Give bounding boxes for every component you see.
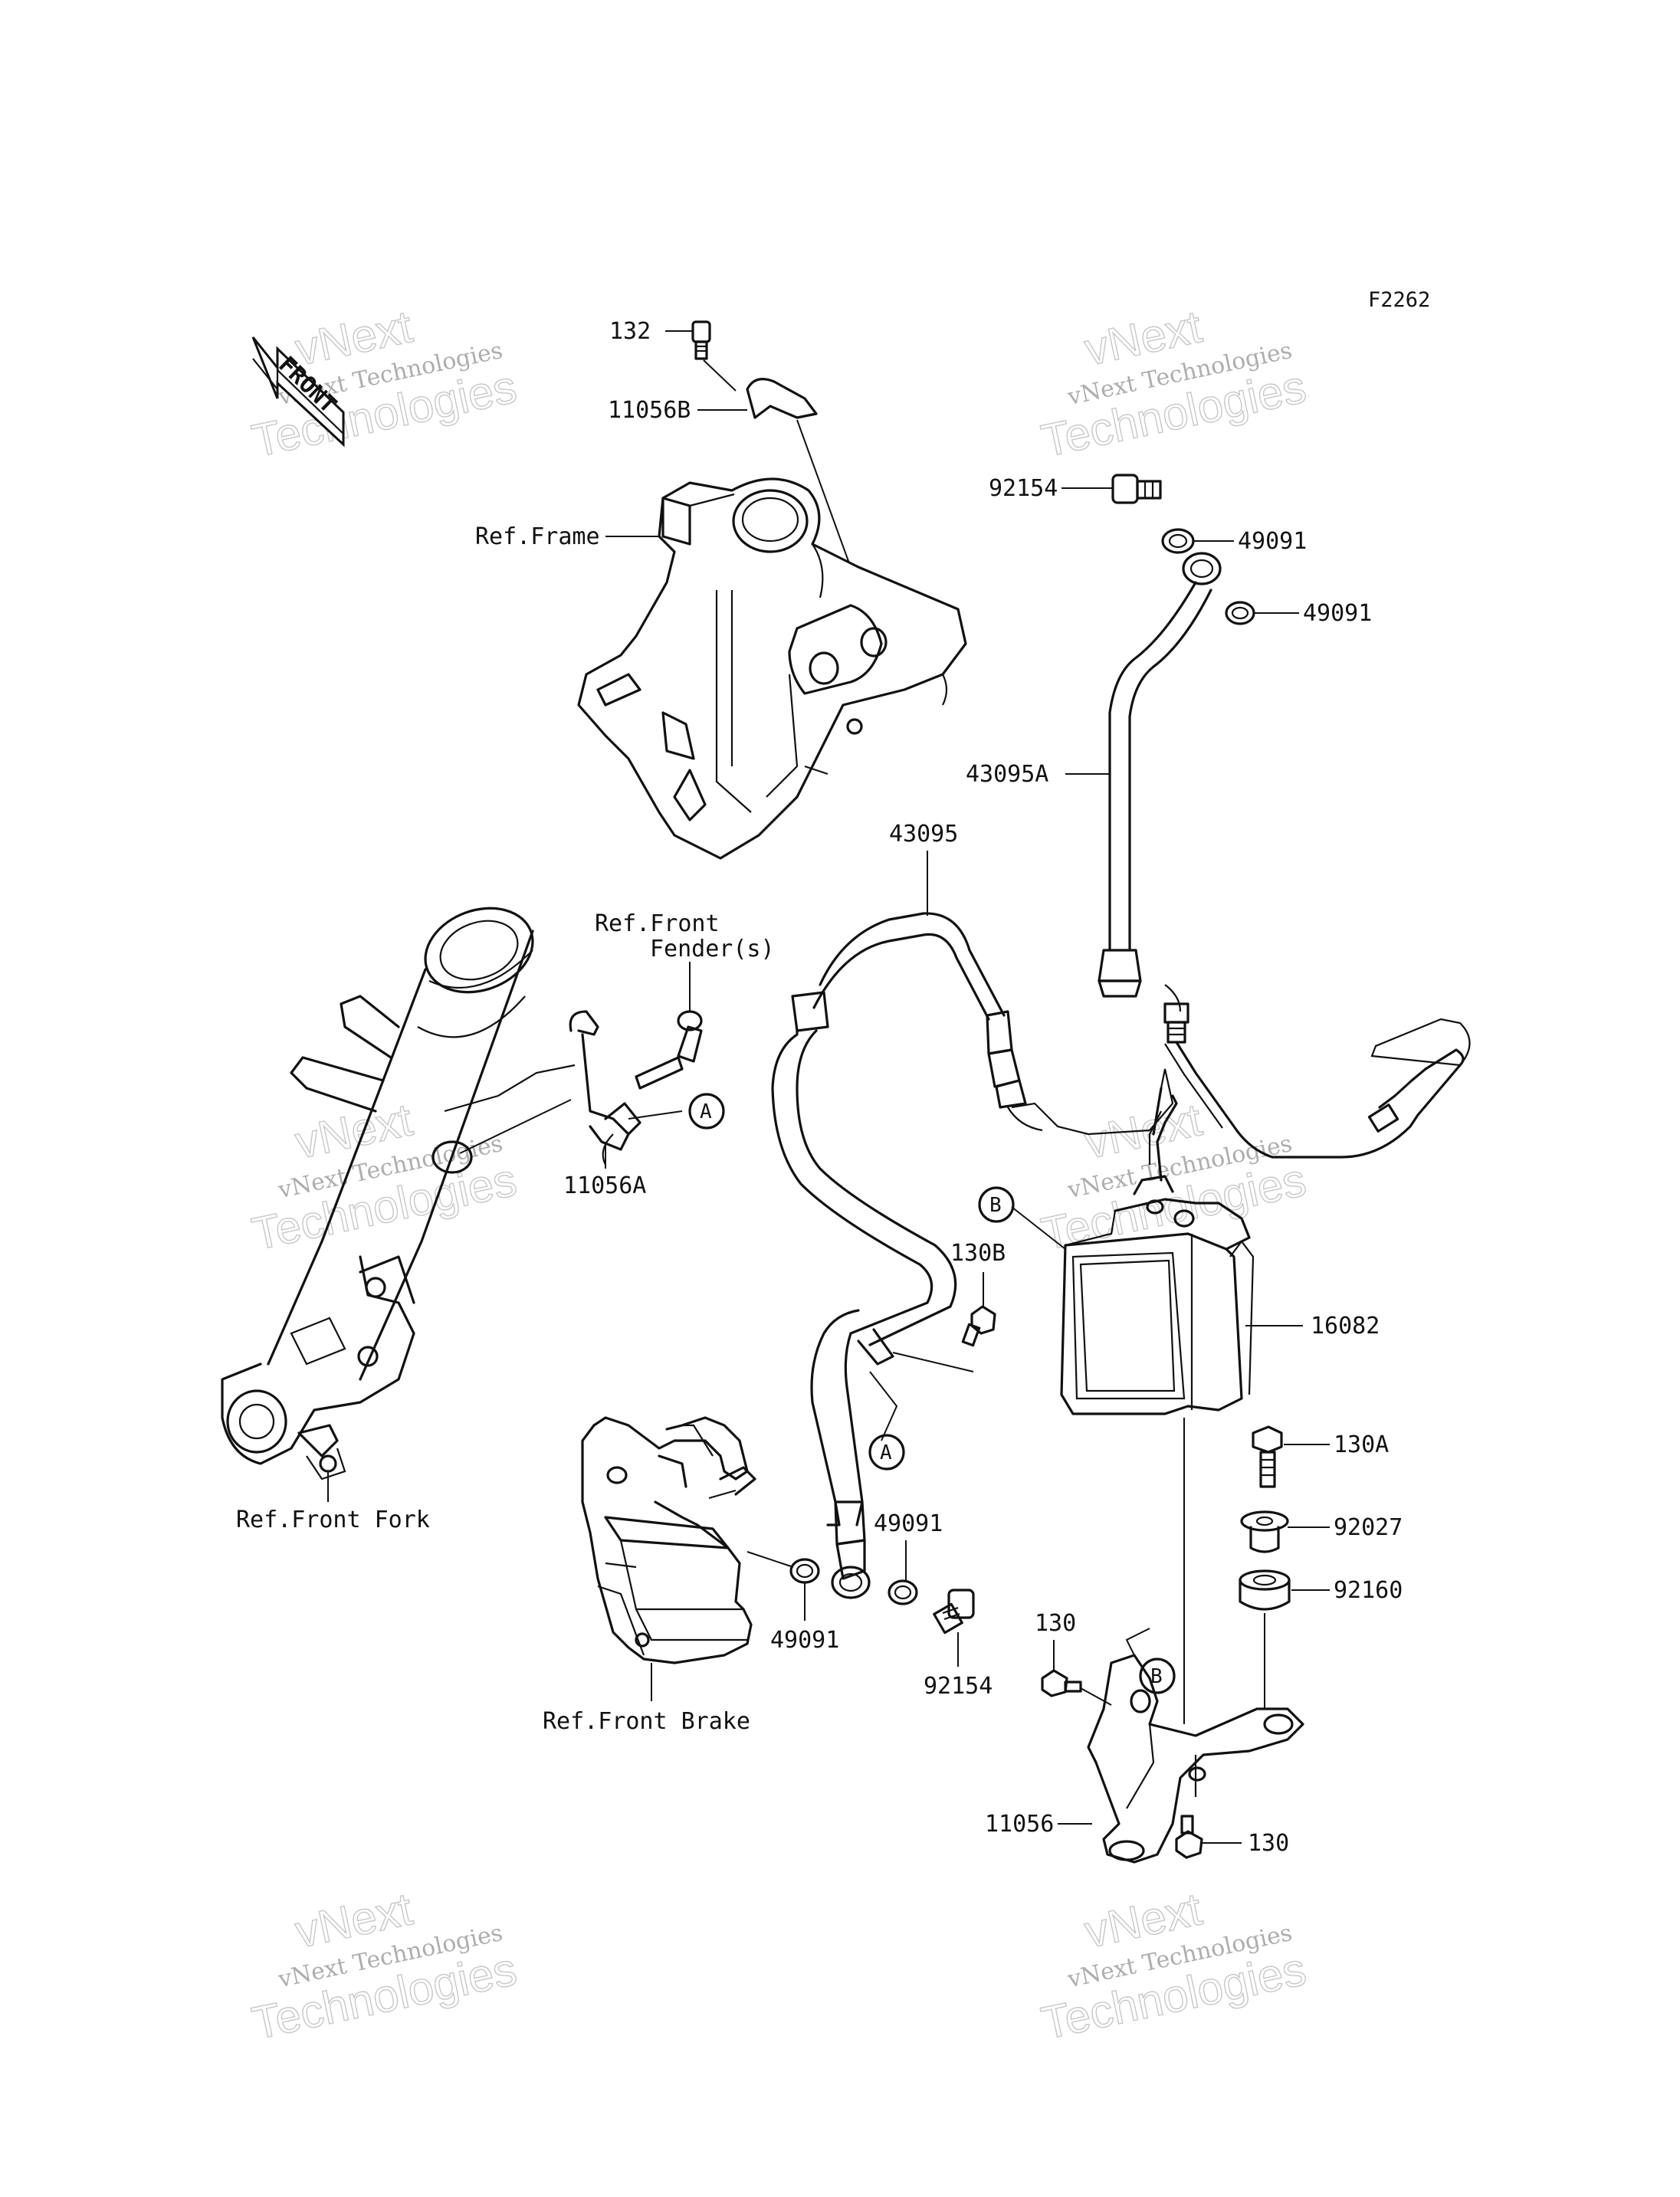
svg-text:B: B — [1150, 1665, 1163, 1688]
callout-132: 132 — [609, 318, 651, 345]
banjo-bolt-92154-top-icon — [1111, 474, 1162, 504]
callout-92154-top: 92154 — [989, 475, 1058, 502]
frame-part — [577, 477, 967, 860]
callout-49091-mid: 49091 — [874, 1510, 943, 1537]
bolt-fender-icon — [635, 1010, 703, 1090]
watermark-bottom-right: vNext vNext Technologies Technologies — [1036, 1883, 1311, 2050]
washer-49091-mid-icon — [888, 1579, 918, 1605]
callout-130-bottom: 130 — [1248, 1830, 1289, 1857]
callout-ref-front-fender-2: Fender(s) — [650, 936, 775, 962]
callout-11056b: 11056B — [608, 397, 691, 424]
callout-11056a: 11056A — [563, 1172, 646, 1199]
banjo-bolt-92154-bottom-icon — [933, 1589, 975, 1635]
watermark-mid-right: vNext vNext Technologies Technologies — [1036, 1094, 1311, 1261]
callout-49091-left: 49091 — [770, 1627, 839, 1654]
callout-43095: 43095 — [889, 821, 958, 848]
bolt-130-bottom-icon — [1175, 1815, 1203, 1859]
callout-16082: 16082 — [1311, 1313, 1380, 1340]
hose-43095a-part — [1098, 581, 1471, 1159]
callout-49091-top2: 49091 — [1303, 600, 1372, 627]
bolt-130b-icon — [961, 1305, 996, 1347]
svg-text:A: A — [700, 1100, 712, 1123]
callout-92027: 92027 — [1334, 1514, 1403, 1541]
connector-a-lower-icon: A — [868, 1434, 905, 1471]
connector-a-upper-icon: A — [688, 1093, 725, 1130]
connector-b-upper-icon: B — [978, 1186, 1015, 1223]
watermark-top-right: vNext vNext Technologies Technologies — [1036, 300, 1311, 467]
callout-ref-frame: Ref.Frame — [475, 523, 600, 550]
callout-49091-top1: 49091 — [1238, 528, 1307, 555]
abs-unit-16082-part — [1060, 1094, 1255, 1415]
banjo-fitting-top-icon — [1182, 552, 1222, 585]
callout-11056: 11056 — [985, 1811, 1054, 1838]
connector-b-lower-icon: B — [1139, 1658, 1176, 1694]
callout-130b: 130B — [950, 1240, 1006, 1267]
clip-11056b-icon — [746, 378, 818, 419]
front-fork-part — [221, 907, 576, 1481]
clamp-11056a-icon — [569, 1010, 641, 1166]
bolt-132-icon — [691, 320, 711, 360]
hose-43095-part — [771, 912, 1174, 1580]
front-brake-caliper-part — [581, 1416, 756, 1664]
bolt-130-top-icon — [1041, 1669, 1082, 1697]
callout-43095a: 43095A — [966, 761, 1048, 788]
svg-text:A: A — [880, 1441, 892, 1464]
watermark-bottom-left: vNext vNext Technologies Technologies — [247, 1883, 521, 2050]
damper-92160-icon — [1239, 1569, 1291, 1611]
callout-ref-front-fork: Ref.Front Fork — [236, 1507, 430, 1533]
banjo-fitting-bottom-icon — [831, 1566, 871, 1599]
callout-130-top: 130 — [1035, 1610, 1076, 1637]
callout-ref-front-brake: Ref.Front Brake — [543, 1708, 750, 1735]
washer-49091-left-icon — [789, 1558, 820, 1584]
bolt-130a-icon — [1252, 1425, 1283, 1488]
callout-ref-front-fender-1: Ref.Front — [595, 910, 720, 937]
collar-92027-icon — [1240, 1510, 1289, 1553]
bracket-11056-part — [1087, 1654, 1304, 1864]
callout-92154-bottom: 92154 — [924, 1673, 993, 1700]
washer-49091-top1-icon — [1161, 528, 1195, 554]
svg-text:B: B — [989, 1194, 1002, 1217]
callout-130a: 130A — [1334, 1431, 1389, 1458]
callout-92160: 92160 — [1334, 1577, 1403, 1604]
washer-49091-top2-icon — [1225, 601, 1255, 625]
figure-code: F2262 — [1368, 288, 1430, 312]
